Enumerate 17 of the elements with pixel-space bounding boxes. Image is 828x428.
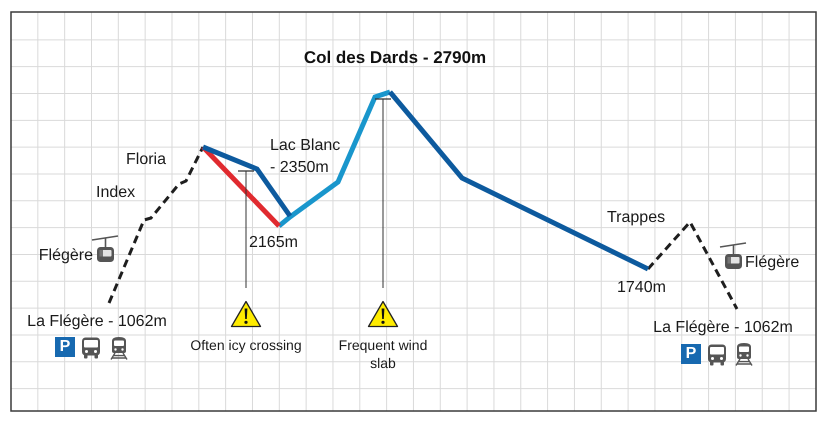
title: Col des Dards - 2790m	[302, 47, 488, 69]
warning-note: Frequent wind slab	[338, 336, 428, 372]
place-label: La Flégère - 1062m	[652, 318, 794, 338]
parking-sign: P	[55, 337, 75, 357]
leader-line	[237, 170, 255, 288]
place-label: Lac Blanc - 2350m	[270, 136, 342, 178]
place-label: Trappes	[607, 208, 666, 228]
place-label: Floria	[126, 150, 168, 170]
place-label: Flégère	[745, 253, 800, 273]
warning-note: Often icy crossing	[189, 336, 303, 354]
leader-line	[374, 98, 392, 288]
place-label: Index	[96, 183, 136, 203]
place-label: La Flégère - 1062m	[26, 312, 168, 332]
elevation-label: 2165m	[249, 233, 299, 253]
elevation-label: 1740m	[617, 278, 667, 298]
parking-sign: P	[681, 344, 701, 364]
place-label: Flégère	[38, 246, 93, 266]
